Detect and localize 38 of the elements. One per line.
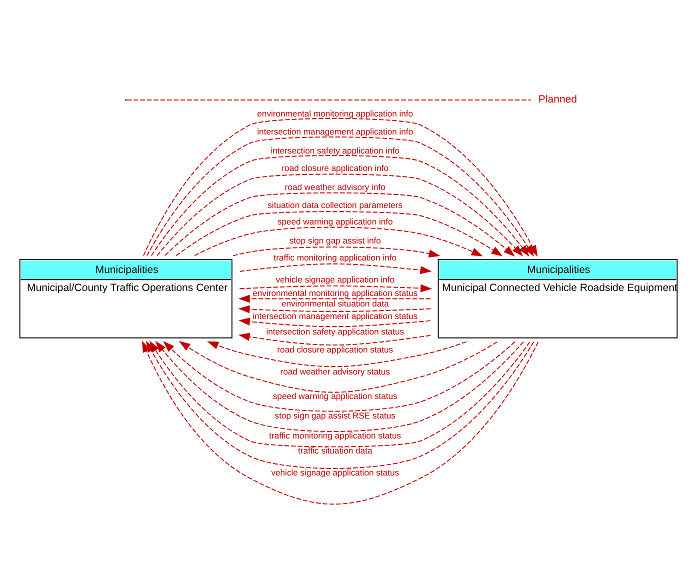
arrow <box>150 154 530 256</box>
edge-label: situation data collection parameters <box>268 200 403 210</box>
edge-label: intersection management application status <box>252 310 418 320</box>
edge-label: road closure application status <box>277 344 394 354</box>
edge-label: intersection safety application status <box>266 326 404 336</box>
edge-label: environmental monitoring application info <box>257 108 414 118</box>
edge-label: stop sign gap assist info <box>289 235 381 246</box>
arrow <box>238 317 431 327</box>
arrow <box>163 340 516 412</box>
edge-label: vehicle signage application info <box>276 274 394 284</box>
edge-label: traffic monitoring application status <box>269 430 402 440</box>
arrow <box>238 332 431 346</box>
edge-label: road weather advisory info <box>284 182 386 192</box>
arrow <box>164 192 515 256</box>
arrow <box>239 262 432 274</box>
arrow <box>207 340 467 367</box>
edge-label: road closure application info <box>282 162 389 172</box>
edge-label: speed warning application info <box>277 216 393 226</box>
arrow <box>156 173 524 256</box>
edge-label: intersection safety application info <box>270 145 400 156</box>
arrow <box>194 226 483 256</box>
arrow <box>155 340 524 432</box>
arrow <box>178 340 498 392</box>
arrow <box>176 210 503 256</box>
edge-label: traffic situation data <box>298 445 372 456</box>
arrow <box>238 304 432 313</box>
legend-label: Planned <box>538 93 577 106</box>
arrow <box>238 294 432 302</box>
edge-label: speed warning application status <box>272 390 398 401</box>
edge-label: road weather advisory status <box>280 366 390 376</box>
arrow <box>232 246 440 257</box>
edge-label: stop sign gap assist RSE status <box>274 410 396 420</box>
edge-label: traffic monitoring application info <box>274 252 397 262</box>
edge-label: environmental monitoring application status <box>252 288 418 298</box>
arrow <box>239 284 432 292</box>
edge-label: environmental situation data <box>281 298 389 308</box>
edge-label: vehicle signage application status <box>271 467 400 478</box>
edge-label: intersection management application info <box>257 126 414 136</box>
